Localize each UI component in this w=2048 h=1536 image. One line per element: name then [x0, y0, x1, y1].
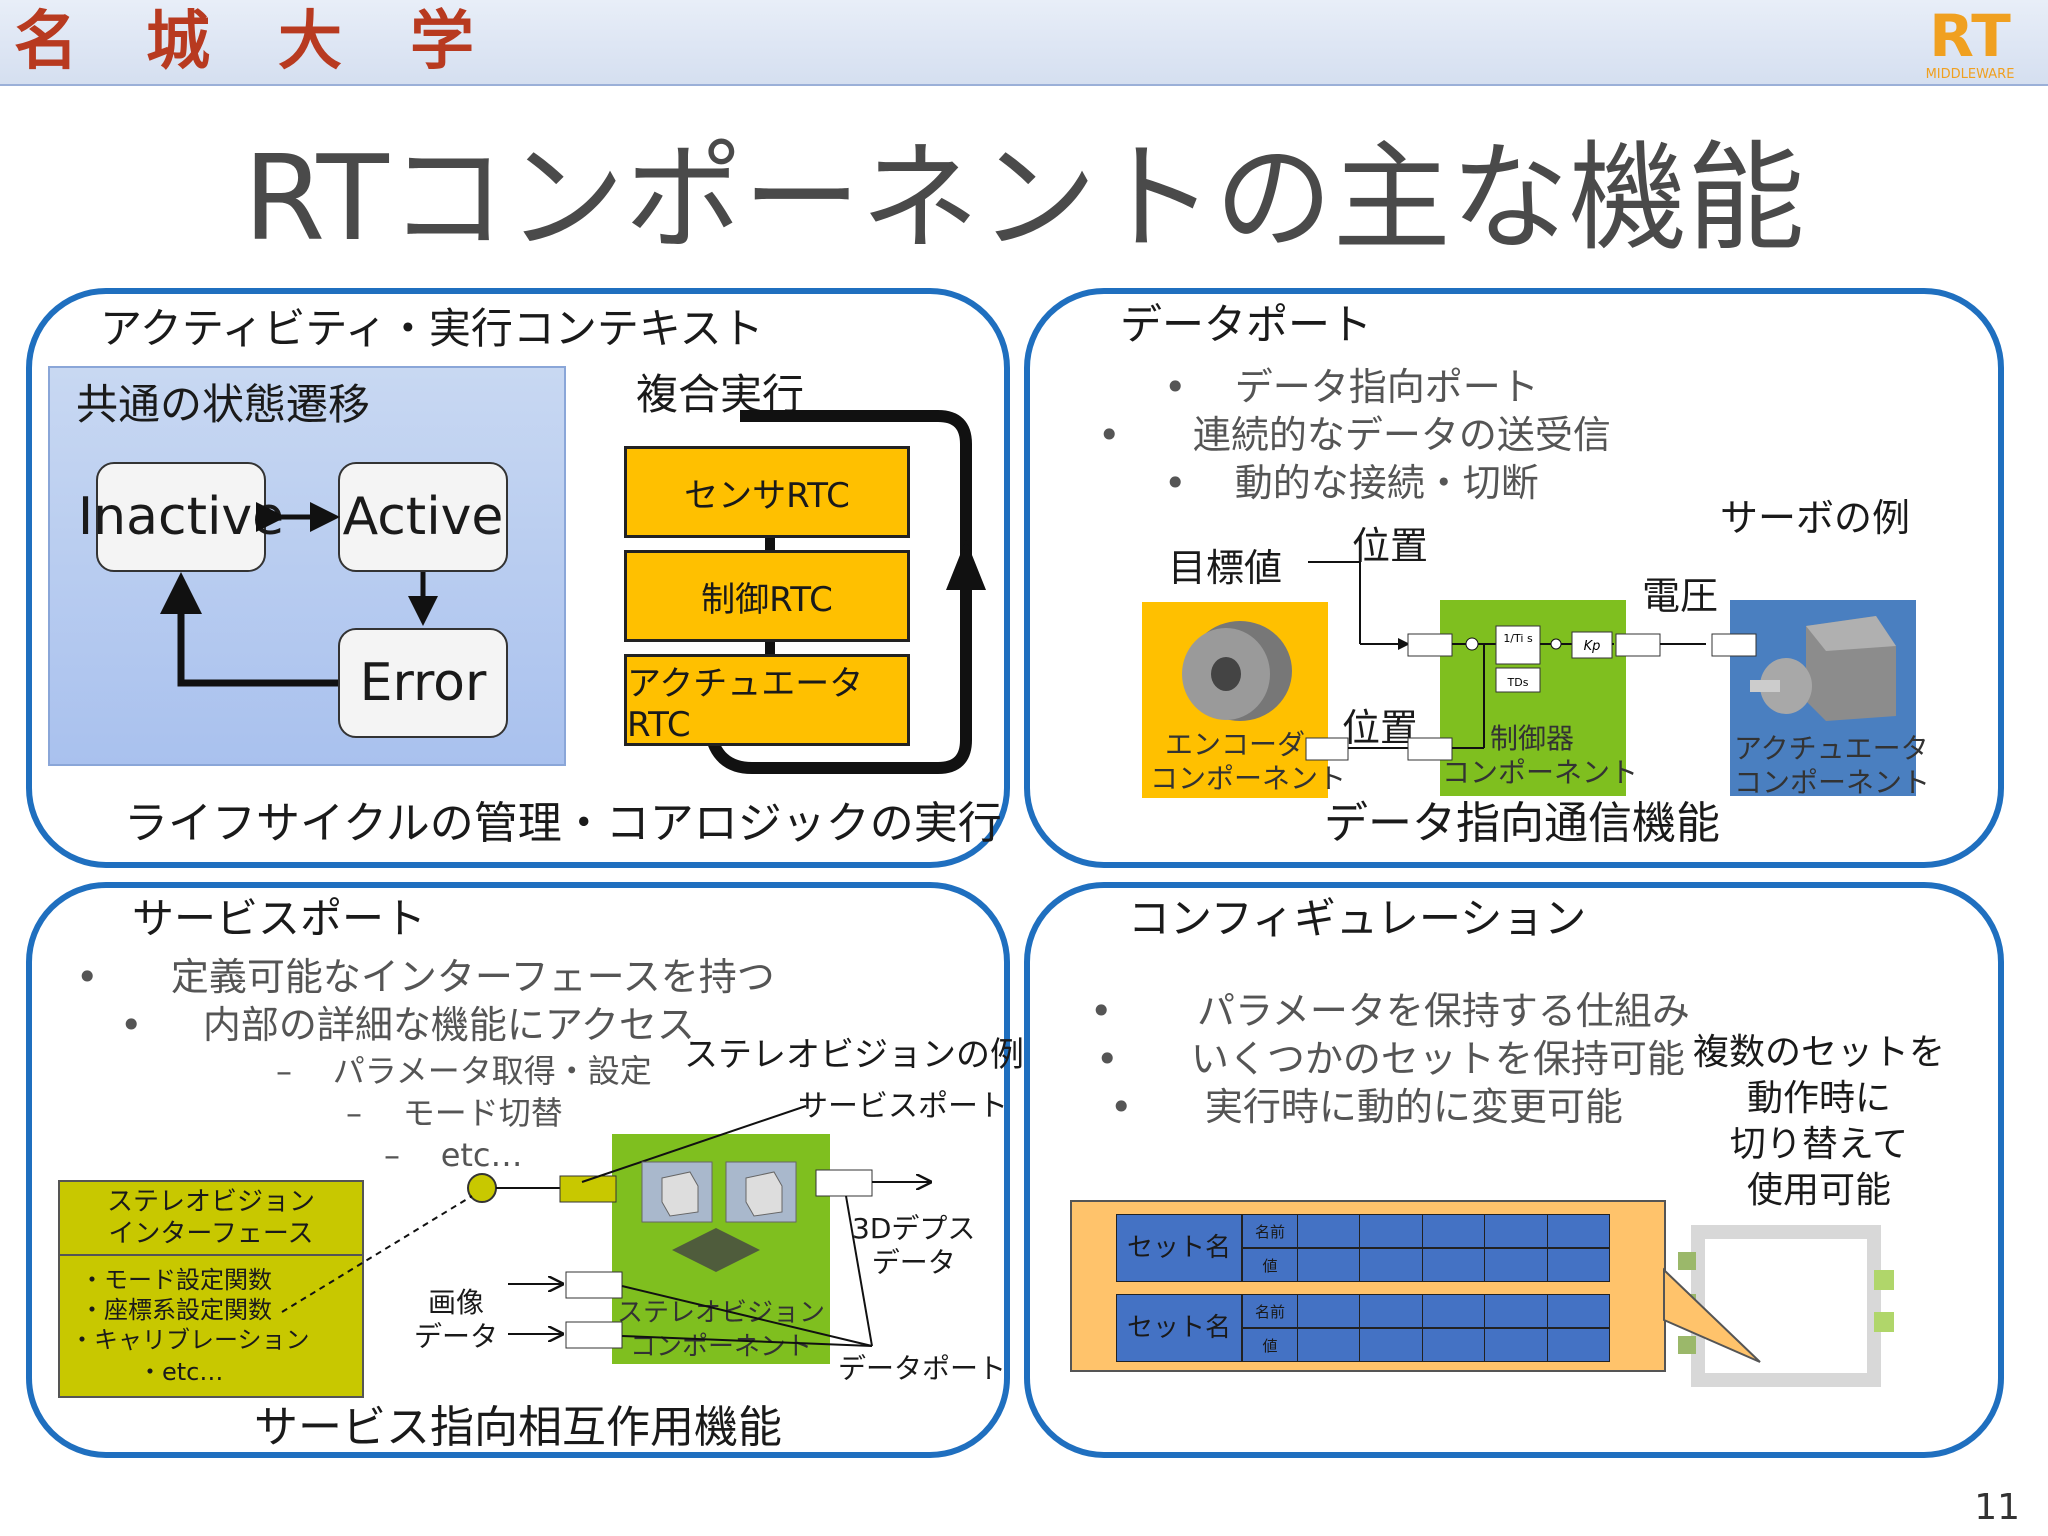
interface-box: [58, 1180, 364, 1398]
config-set-1-name-row: 名前: [1242, 1214, 1610, 1248]
interface-title: ステレオビジョン インターフェース: [106, 1187, 315, 1249]
voltage-label: 電圧: [1642, 574, 1719, 618]
depth-data-label: 3Dデプス データ: [852, 1212, 976, 1279]
td-block-text: TDs: [1507, 676, 1529, 689]
interface-item-2: ・座標系設定関数: [80, 1296, 272, 1324]
config-set-2-label: セット名: [1116, 1294, 1242, 1362]
rt-middleware-logo: RT MIDDLEWARE: [1910, 2, 2030, 82]
motor-icon: [1750, 616, 1896, 721]
config-set-1-value-row: 値: [1242, 1248, 1610, 1282]
config-set-2: セット名 名前 値: [1116, 1294, 1610, 1362]
config-set-2-name-row: 名前: [1242, 1294, 1610, 1328]
config-bullet-3: • 実行時に動的に変更可能: [1110, 1085, 1623, 1129]
stereo-diagram: [281, 1105, 1006, 1349]
serviceport-bullet-2: • 内部の詳細な機能にアクセス: [120, 1003, 695, 1047]
config-set-1-name-key: 名前: [1243, 1215, 1298, 1247]
config-set-2-value-row: 値: [1242, 1328, 1610, 1362]
config-component-shape: [1663, 1225, 1894, 1387]
dataport-bullet-1: • データ指向ポート: [1164, 365, 1539, 409]
interface-item-1: ・モード設定関数: [80, 1266, 272, 1294]
state-error: Error: [338, 628, 508, 738]
state-arrows: [160, 502, 438, 687]
serviceport-sub-2: – モード切替: [346, 1094, 563, 1132]
logo-rt-text: RT: [1929, 4, 2011, 70]
actuator-label: アクチュエータ コンポーネント: [1734, 732, 1931, 799]
config-set-2-name-key: 名前: [1243, 1295, 1298, 1327]
interface-item-3: ・キャリブレーション: [70, 1326, 310, 1354]
panel-dataport-caption: データ指向通信機能: [1324, 798, 1720, 849]
serviceport-sub-1: – パラメータ取得・設定: [276, 1052, 652, 1090]
logo-sub-text: MIDDLEWARE: [1926, 67, 2015, 82]
data-port-label: データポート: [838, 1352, 1007, 1385]
encoder-icon: [1182, 621, 1292, 721]
position-bottom-label: 位置: [1342, 706, 1419, 750]
panel-serviceport-title: サービスポート: [132, 894, 427, 943]
controller-label: 制御器 コンポーネント: [1442, 722, 1639, 789]
panel-activity-title: アクティビティ・実行コンテキスト: [100, 304, 764, 353]
config-bullet-1: • パラメータを保持する仕組み: [1090, 989, 1690, 1033]
config-bullet-2: • いくつかのセットを保持可能: [1096, 1037, 1685, 1081]
page-number: 11: [1974, 1487, 2020, 1528]
image-data-label: 画像 データ: [414, 1286, 499, 1353]
interface-divider: [58, 1254, 364, 1256]
state-inactive: Inactive: [78, 462, 284, 572]
rtc-control: 制御RTC: [624, 550, 910, 642]
stereo-component-label: ステレオビジョン コンポーネント: [616, 1298, 825, 1362]
state-box-title: 共通の状態遷移: [76, 380, 371, 429]
dataport-bullet-2: • 連続的なデータの送受信: [1098, 413, 1611, 457]
position-top-label: 位置: [1352, 524, 1429, 568]
rtc-sensor: センサRTC: [624, 446, 910, 538]
stereo-example-label: ステレオビジョンの例: [684, 1035, 1024, 1075]
slide-title: RTコンポーネントの主な機能: [243, 129, 1805, 267]
config-set-2-value-key: 値: [1243, 1329, 1298, 1361]
encoder-label: エンコーダ コンポーネント: [1150, 728, 1347, 795]
target-value-label: 目標値: [1168, 546, 1283, 590]
config-set-1: セット名 名前 値: [1116, 1214, 1610, 1282]
dataport-bullet-3: • 動的な接続・切断: [1164, 461, 1539, 505]
serviceport-sub-3: – etc…: [384, 1136, 523, 1174]
header-bar: [0, 0, 2048, 86]
kp-block-text: Kp: [1584, 639, 1601, 654]
service-port-label: サービスポート: [798, 1089, 1008, 1124]
servo-example-label: サーボの例: [1720, 496, 1911, 540]
state-active: Active: [338, 462, 508, 572]
panel-activity-caption: ライフサイクルの管理・コアロジックの実行: [124, 798, 1002, 849]
panel-serviceport-caption: サービス指向相互作用機能: [254, 1402, 782, 1453]
rtc-actuator: アクチュエータRTC: [624, 654, 910, 746]
ti-block-text: 1/Ti s: [1503, 632, 1533, 645]
config-side-text: 複数のセットを 動作時に 切り替えて 使用可能: [1692, 1032, 1945, 1211]
interface-item-4: ・etc…: [138, 1358, 224, 1386]
panel-configuration-title: コンフィギュレーション: [1128, 894, 1587, 943]
servo-wiring: 1/Ti s TDs Kp: [1305, 561, 1757, 761]
university-logo: 名城大学: [14, 4, 542, 79]
serviceport-bullet-1: • 定義可能なインターフェースを持つ: [76, 955, 775, 999]
config-set-1-value-key: 値: [1243, 1249, 1298, 1281]
config-set-1-label: セット名: [1116, 1214, 1242, 1282]
panel-dataport-title: データポート: [1120, 300, 1373, 349]
